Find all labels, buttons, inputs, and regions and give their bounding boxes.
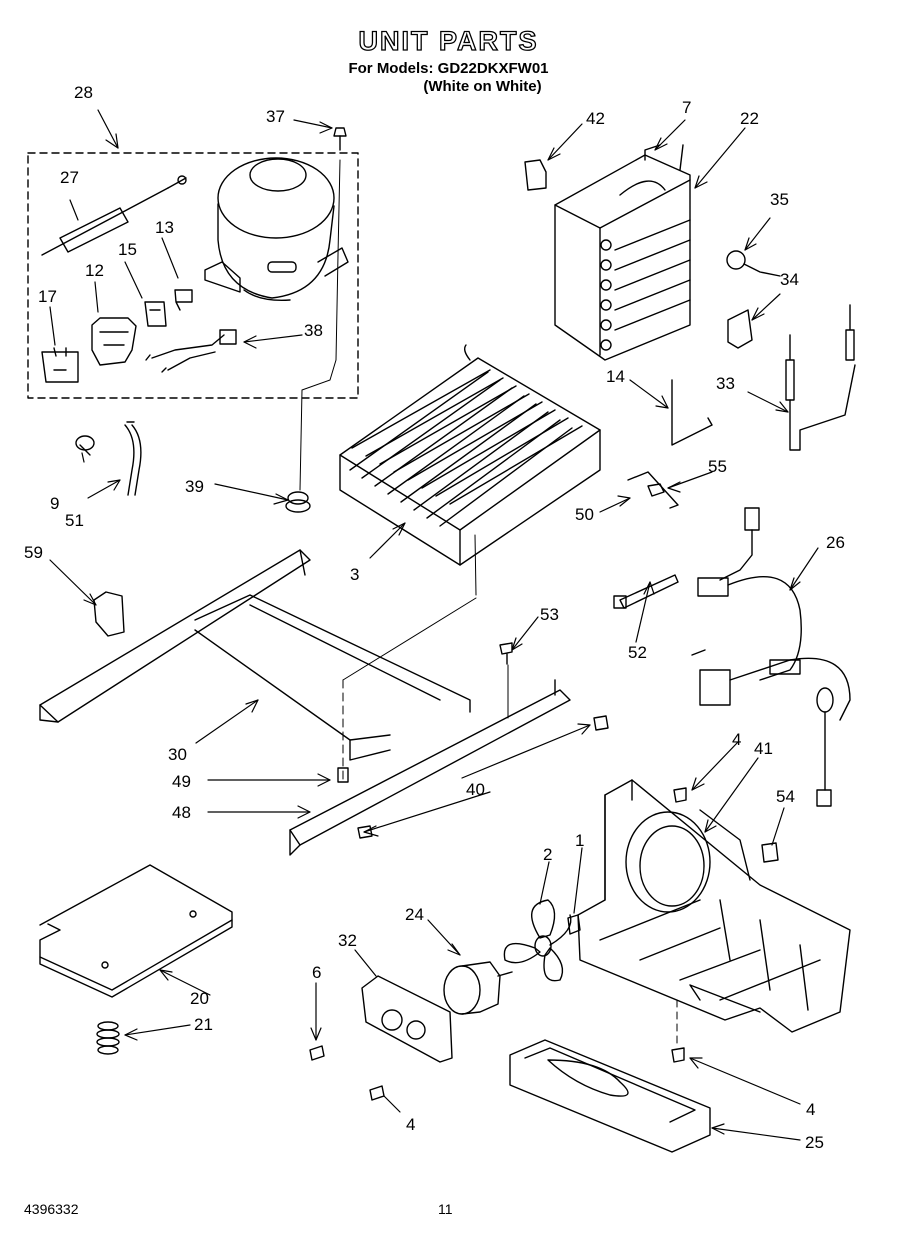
harness-26 (691, 507, 851, 807)
screw-40 (593, 715, 609, 731)
callout-26: 26 (826, 533, 845, 552)
callout-12: 12 (85, 261, 104, 280)
callout-51: 51 (65, 511, 84, 530)
callout-49: 49 (172, 772, 191, 791)
screw-4-right (671, 1047, 685, 1063)
callout-21: 21 (194, 1015, 213, 1034)
callout-48: 48 (172, 803, 191, 822)
callout-30: 30 (168, 745, 187, 764)
callout-34: 34 (780, 270, 799, 289)
callout-14: 14 (606, 367, 625, 386)
callout-28: 28 (74, 83, 93, 102)
fan-motor-24 (443, 961, 513, 1015)
callout-35: 35 (770, 190, 789, 209)
fan-housing-41 (577, 779, 851, 1033)
condenser-3 (339, 344, 601, 566)
screw-37 (333, 127, 347, 151)
callout-15: 15 (118, 240, 137, 259)
callout-37: 37 (266, 107, 285, 126)
base-frame (39, 549, 571, 856)
drain-pan-25 (509, 1039, 711, 1153)
callout-53: 53 (540, 605, 559, 624)
grommet-39 (285, 491, 311, 513)
grommet-9 (75, 435, 95, 451)
screw-55 (647, 483, 665, 497)
clip-13 (174, 289, 193, 311)
callout-42: 42 (586, 109, 605, 128)
page-number: 11 (438, 1201, 453, 1217)
clip-59 (93, 591, 125, 637)
harness-38 (145, 329, 237, 373)
clip-54 (761, 842, 779, 863)
compressor-kit-box (27, 152, 359, 399)
callout-50: 50 (575, 505, 594, 524)
callout-labels: 28 37 27 13 15 12 17 38 42 7 22 35 34 14… (24, 83, 845, 1152)
callout-1: 1 (575, 831, 584, 850)
bracket-42 (524, 159, 547, 191)
clip-34 (727, 309, 753, 349)
capillary-tube (41, 175, 187, 256)
screw-4-lower (369, 1085, 385, 1101)
spring-21 (96, 1021, 120, 1055)
thermostat-35 (726, 250, 781, 277)
relay-12 (91, 317, 137, 366)
callout-32: 32 (338, 931, 357, 950)
wire-14 (671, 379, 713, 446)
cover-20 (39, 864, 233, 998)
clip-1 (567, 914, 581, 935)
color-line: (White on White) (423, 78, 542, 95)
compressor (204, 157, 349, 301)
model-line: For Models: GD22DKXFW01 (348, 60, 549, 77)
heater-33 (785, 304, 856, 451)
callout-22: 22 (740, 109, 759, 128)
callout-54: 54 (776, 787, 795, 806)
bracket-32 (361, 975, 453, 1063)
callout-41: 41 (754, 739, 773, 758)
callout-2: 2 (543, 845, 552, 864)
leader-lines (49, 109, 819, 1141)
screw-6 (309, 1045, 325, 1061)
screw-48 (357, 825, 373, 839)
callout-27: 27 (60, 168, 79, 187)
callout-13: 13 (155, 218, 174, 237)
callout-38: 38 (304, 321, 323, 340)
doc-number: 4396332 (24, 1201, 79, 1217)
callout-4c: 4 (806, 1100, 815, 1119)
cover-17 (41, 347, 79, 383)
fan-blade-2 (503, 899, 572, 982)
callout-17: 17 (38, 287, 57, 306)
page-title: UNIT PARTS (358, 25, 539, 56)
callout-24: 24 (405, 905, 424, 924)
callout-40: 40 (466, 780, 485, 799)
callout-59: 59 (24, 543, 43, 562)
callout-4b: 4 (406, 1115, 415, 1134)
callout-25: 25 (805, 1133, 824, 1152)
callout-4a: 4 (732, 730, 741, 749)
callout-3: 3 (350, 565, 359, 584)
cable-tie-52 (613, 574, 679, 609)
callout-9: 9 (50, 494, 59, 513)
callout-6: 6 (312, 963, 321, 982)
cover-15 (144, 301, 167, 327)
screw-53 (499, 642, 513, 665)
screw-49 (337, 767, 349, 783)
evaporator-7-22 (554, 144, 691, 361)
callout-33: 33 (716, 374, 735, 393)
callout-7: 7 (682, 98, 691, 117)
screw-4-top (673, 787, 687, 803)
callout-52: 52 (628, 643, 647, 662)
tube-51 (124, 421, 142, 496)
callout-55: 55 (708, 457, 727, 476)
callout-39: 39 (185, 477, 204, 496)
clip-50 (627, 471, 679, 509)
callout-20: 20 (190, 989, 209, 1008)
